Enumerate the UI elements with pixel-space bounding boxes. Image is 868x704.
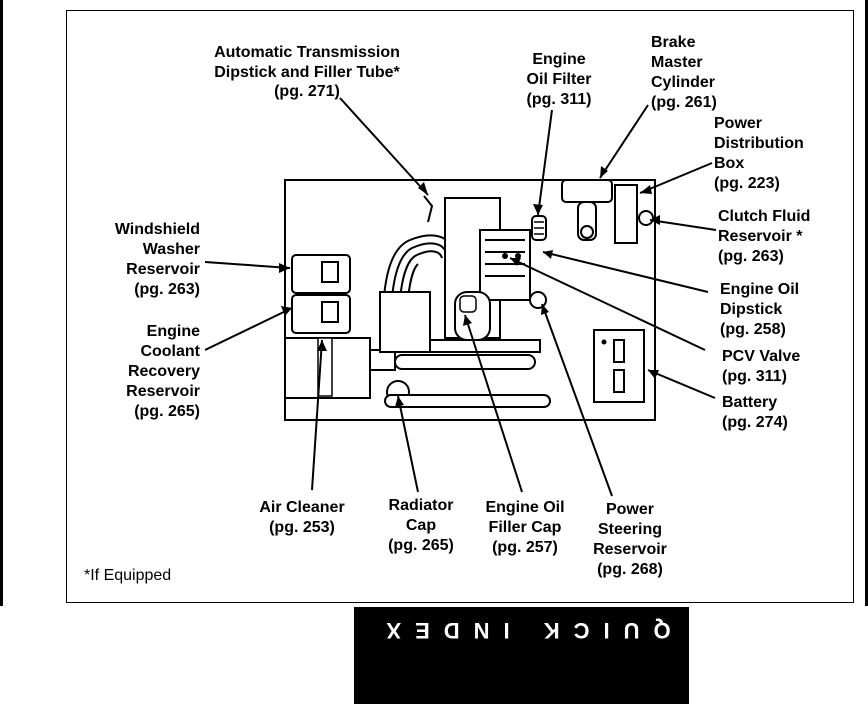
label-air-cleaner: Air Cleaner (pg. 253) xyxy=(259,499,344,536)
label-radiator-cap: Radiator Cap (pg. 265) xyxy=(388,497,454,554)
label-washer-line1: Windshield xyxy=(115,221,200,238)
label-battery-line2: (pg. 274) xyxy=(722,414,788,431)
label-oil-filter-line3: (pg. 311) xyxy=(527,91,592,108)
label-pcv-valve: PCV Valve (pg. 311) xyxy=(722,348,800,385)
arrow-heads xyxy=(279,166,660,407)
label-windshield-washer-reservoir: Windshield Washer Reservoir (pg. 263) xyxy=(115,221,200,298)
label-coolant-line2: Coolant xyxy=(140,343,200,360)
oil-filter-shape xyxy=(531,215,547,241)
leader-lines xyxy=(204,97,717,497)
label-clutch-line1: Clutch Fluid xyxy=(718,208,810,225)
label-coolant-line3: Recovery xyxy=(128,363,200,380)
label-power-dist-line4: (pg. 223) xyxy=(714,175,780,192)
radiator-shape xyxy=(384,380,551,408)
label-oil-filler-line1: Engine Oil xyxy=(485,499,564,516)
page-edge-left xyxy=(0,0,3,606)
coolant-reservoir-shape xyxy=(291,294,351,334)
label-atf-line1: Automatic Transmission xyxy=(214,44,400,61)
label-power-steering-line2: Steering xyxy=(598,521,662,538)
label-oil-dipstick-line3: (pg. 258) xyxy=(720,321,786,338)
label-radiator-line3: (pg. 265) xyxy=(388,537,454,554)
label-oil-filler-line3: (pg. 257) xyxy=(492,539,558,556)
label-engine-oil-dipstick: Engine Oil Dipstick (pg. 258) xyxy=(720,281,799,338)
label-battery: Battery (pg. 274) xyxy=(722,394,788,431)
label-radiator-line1: Radiator xyxy=(389,497,454,514)
label-brake-line1: Brake xyxy=(651,34,696,51)
quick-index-tab[interactable]: QUICK INDEX xyxy=(354,607,689,704)
label-air-cleaner-line2: (pg. 253) xyxy=(269,519,335,536)
label-battery-line1: Battery xyxy=(722,394,777,411)
label-brake-master-cylinder: Brake Master Cylinder (pg. 261) xyxy=(651,34,717,111)
label-clutch-line2: Reservoir * xyxy=(718,228,803,245)
label-oil-dipstick-line1: Engine Oil xyxy=(720,281,799,298)
power-distribution-box-shape xyxy=(614,184,654,244)
label-air-cleaner-line1: Air Cleaner xyxy=(259,499,344,516)
label-power-steering-reservoir: Power Steering Reservoir (pg. 268) xyxy=(593,501,667,578)
diagram-frame xyxy=(66,10,854,603)
page-edge-right xyxy=(865,0,868,606)
label-power-steering-line4: (pg. 268) xyxy=(597,561,663,578)
label-power-distribution-box: Power Distribution Box (pg. 223) xyxy=(714,115,804,192)
label-oil-filter-line1: Engine xyxy=(532,51,585,68)
label-pcv-line1: PCV Valve xyxy=(722,348,800,365)
engine-block-shape xyxy=(379,197,541,370)
label-atf-line2: Dipstick and Filler Tube* xyxy=(214,64,400,81)
quick-index-label: QUICK INDEX xyxy=(372,618,671,643)
label-atf-dipstick: Automatic Transmission Dipstick and Fill… xyxy=(214,44,400,100)
label-oil-filter-line2: Oil Filter xyxy=(527,71,592,88)
label-coolant-line4: Reservoir xyxy=(126,383,200,400)
label-washer-line4: (pg. 263) xyxy=(134,281,200,298)
label-engine-coolant-recovery-reservoir: Engine Coolant Recovery Reservoir (pg. 2… xyxy=(126,323,201,420)
label-brake-line3: Cylinder xyxy=(651,74,715,91)
label-radiator-line2: Cap xyxy=(406,517,436,534)
label-brake-line2: Master xyxy=(651,54,703,71)
label-coolant-line5: (pg. 265) xyxy=(134,403,200,420)
label-clutch-line3: (pg. 263) xyxy=(718,248,784,265)
footnote-if-equipped: *If Equipped xyxy=(84,567,171,584)
label-atf-line3: (pg. 271) xyxy=(274,83,340,100)
washer-reservoir-shape xyxy=(291,254,351,294)
label-power-dist-line1: Power xyxy=(714,115,762,132)
label-pcv-line2: (pg. 311) xyxy=(722,368,787,385)
label-engine-oil-filler-cap: Engine Oil Filler Cap (pg. 257) xyxy=(485,499,564,556)
label-power-steering-line3: Reservoir xyxy=(593,541,667,558)
label-clutch-fluid-reservoir: Clutch Fluid Reservoir * (pg. 263) xyxy=(718,208,810,265)
label-oil-filler-line2: Filler Cap xyxy=(489,519,562,536)
label-power-dist-line2: Distribution xyxy=(714,135,804,152)
label-washer-line3: Reservoir xyxy=(126,261,200,278)
label-washer-line2: Washer xyxy=(143,241,200,258)
label-brake-line4: (pg. 261) xyxy=(651,94,717,111)
label-engine-oil-filter: Engine Oil Filter (pg. 311) xyxy=(527,51,592,108)
label-coolant-line1: Engine xyxy=(147,323,200,340)
label-power-steering-line1: Power xyxy=(606,501,654,518)
air-cleaner-shape xyxy=(284,337,396,399)
battery-shape xyxy=(593,329,645,403)
label-power-dist-line3: Box xyxy=(714,155,744,172)
brake-master-cylinder-shape xyxy=(561,179,613,241)
label-oil-dipstick-line2: Dipstick xyxy=(720,301,782,318)
